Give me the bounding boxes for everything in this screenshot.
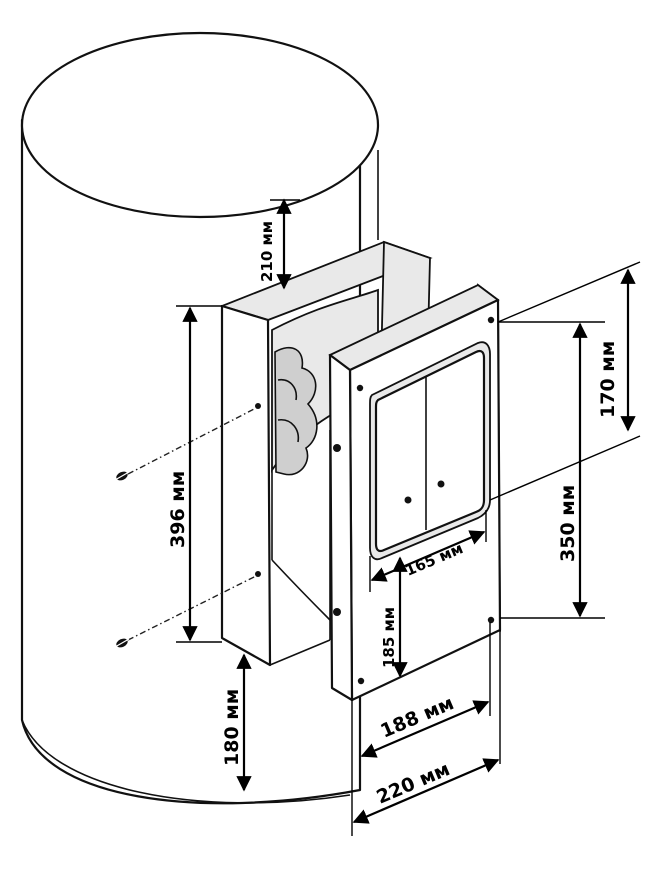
screw-lower-icon [114,638,130,648]
dim-188-label: 188 мм [377,692,457,742]
dim-220-label: 220 мм [373,758,453,808]
dim-170-label: 170 мм [597,341,619,418]
mounting-screws [114,403,261,648]
fan-motor [274,346,318,476]
screw-upper-icon [114,471,130,481]
dim-180-label: 180 мм [221,689,243,766]
front-panel [328,283,502,702]
dimension-lines [176,198,641,836]
dim-210-label: 210 мм [258,221,276,282]
dim-185-label: 185 мм [380,607,398,668]
dim-350-label: 350 мм [557,485,579,562]
cylinder-top [20,31,380,219]
dim-396-label: 396 мм [167,471,189,548]
